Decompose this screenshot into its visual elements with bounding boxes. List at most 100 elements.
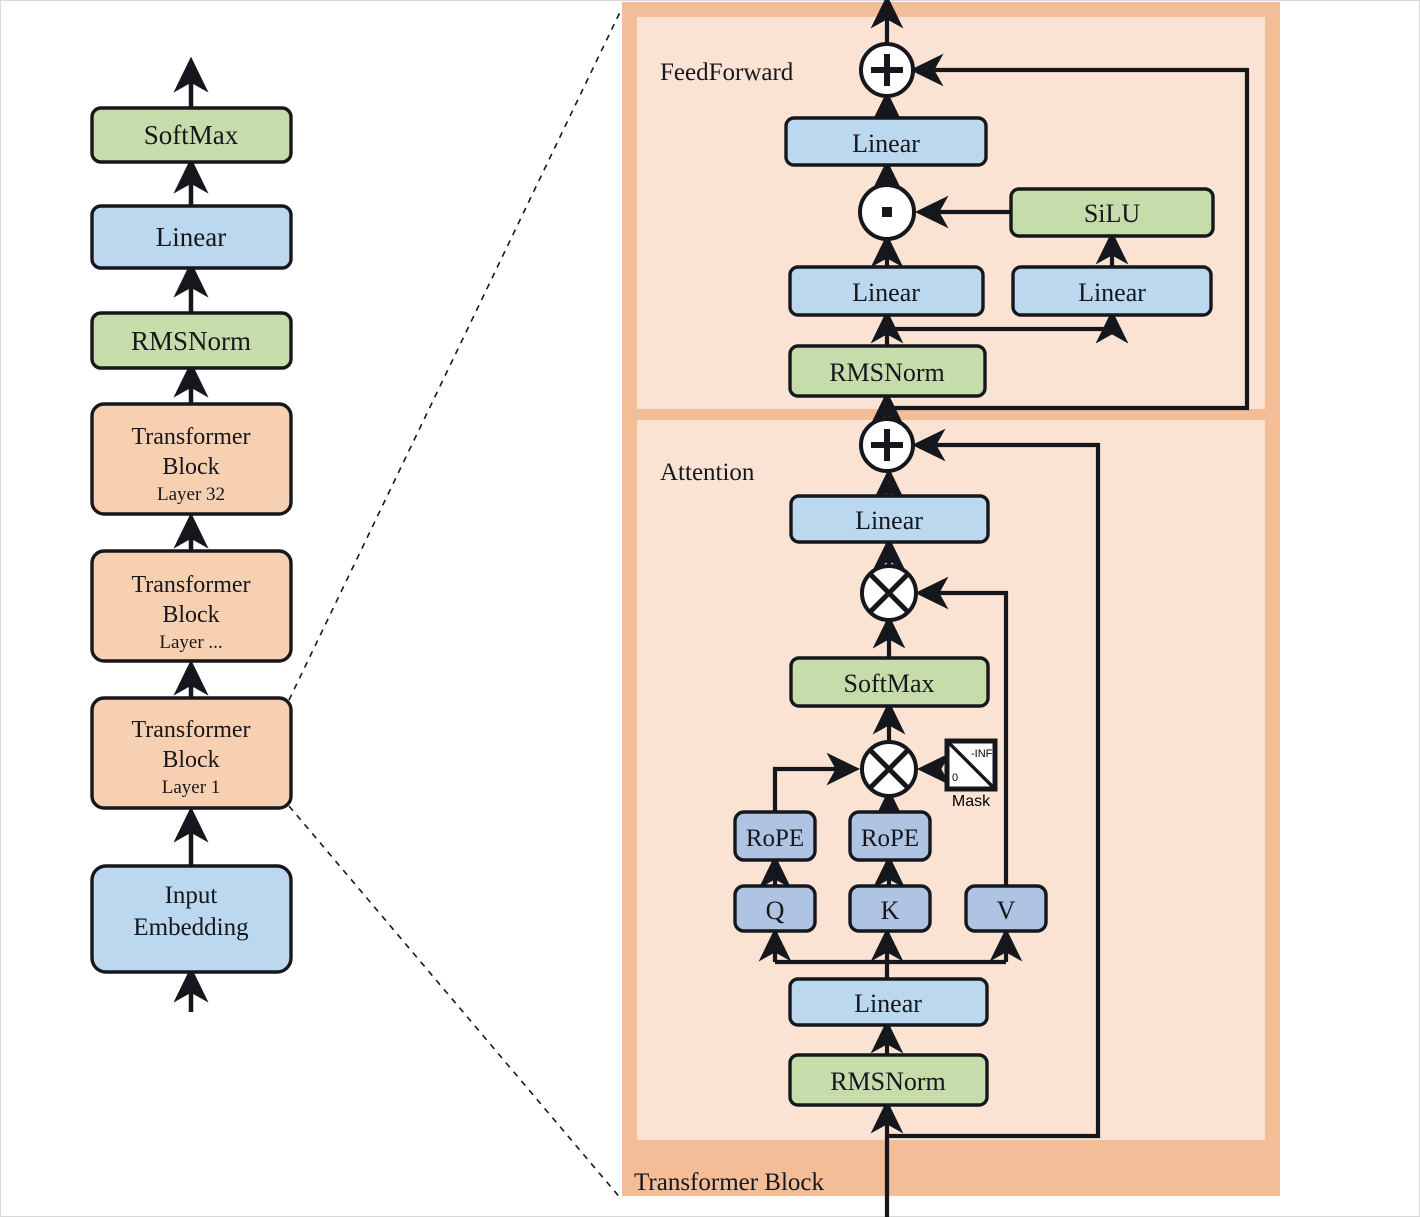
mask-diagonal-icon [947,741,995,789]
att-k-node[interactable]: K [848,884,932,933]
att-linear-qkv-node[interactable]: Linear [788,977,989,1027]
zoom-connector-bottom [288,805,623,1201]
mask-upper-value: -INF [971,748,993,760]
feedforward-title: FeedForward [660,59,794,86]
wire-attention-residual [887,428,1101,1139]
transformer-block-1-box[interactable] [90,696,293,810]
att-q-node[interactable]: Q [733,884,817,933]
att-rope-q-label: RoPE [746,825,804,852]
detail-container-label: Transformer Block [634,1169,825,1196]
linear-box[interactable] [90,204,293,270]
stack-node-softmax[interactable]: SoftMax [90,106,293,164]
wire-v-to-mulv [914,576,1009,886]
att-linear-qkv-box[interactable] [788,977,989,1027]
transformer-block-dots-box[interactable] [90,549,293,663]
att-softmax-box[interactable] [789,656,990,708]
att-linear-o-label: Linear [855,506,923,535]
ff-rmsnorm-label: RMSNorm [829,358,945,387]
att-rmsnorm-box[interactable] [788,1053,989,1107]
rmsnorm-box[interactable] [90,311,293,370]
ff-linear-gate-node[interactable]: Linear [788,265,985,317]
att-rope-k-box[interactable] [848,810,932,862]
block-dots-label-line2: Block [162,602,219,628]
att-softmax-label: SoftMax [844,669,935,698]
att-v-box[interactable] [964,884,1048,933]
zoom-connector-top [288,7,623,701]
input-embedding-label-line1: Input [165,882,218,909]
attention-nodes: Linear SoftMax -INF 0 [733,417,1048,1107]
att-k-label: K [881,896,900,925]
ff-silu-node[interactable]: SiLU [1009,187,1215,238]
zoom-connector-lines [288,7,623,1201]
ff-linear-gate-box[interactable] [788,265,985,317]
block-1-label-line1: Transformer [131,717,250,743]
plus-icon [871,54,903,86]
mask-lower-value: 0 [952,772,958,784]
model-stack: SoftMax Linear RMSNorm Transformer Block… [90,56,293,1012]
block-32-label-line2: Block [162,454,219,480]
att-mask-node[interactable]: -INF 0 Mask [944,738,998,810]
att-rope-q-node[interactable]: RoPE [733,810,817,862]
transformer-block-detail: FeedForward Attention Transformer Block [622,0,1280,1217]
block-1-sublabel: Layer 1 [162,777,221,798]
att-mul-qk-node[interactable] [860,740,918,798]
att-rope-k-node[interactable]: RoPE [848,810,932,862]
ff-linear-out-node[interactable]: Linear [784,116,988,167]
ff-silu-label: SiLU [1084,199,1141,228]
times-icon [869,573,909,613]
att-add-node[interactable] [859,417,915,473]
att-v-label: V [997,896,1016,925]
stack-node-block-dots[interactable]: Transformer Block Layer ... [90,549,293,663]
input-embedding-label-line2: Embedding [133,914,249,941]
att-rope-q-box[interactable] [733,810,817,862]
stack-node-input-embedding[interactable]: Input Embedding [90,864,293,974]
transformer-block-32-box[interactable] [90,402,293,516]
att-rope-k-label: RoPE [861,825,919,852]
att-q-label: Q [766,896,785,925]
block-dots-sublabel: Layer ... [159,632,222,653]
block-32-label-line1: Transformer [131,424,250,450]
att-linear-qkv-label: Linear [854,989,922,1018]
ff-add-node[interactable] [859,42,915,98]
ff-linear-up-box[interactable] [1011,265,1213,317]
ff-linear-out-box[interactable] [784,116,988,167]
mask-label: Mask [952,793,991,810]
att-softmax-node[interactable]: SoftMax [789,656,990,708]
wire-ropeq-to-mul [772,752,861,812]
ff-silu-box[interactable] [1009,187,1215,238]
stack-node-linear[interactable]: Linear [90,204,293,270]
ff-linear-out-label: Linear [852,129,920,158]
ff-linear-up-node[interactable]: Linear [1011,265,1213,317]
block-32-sublabel: Layer 32 [157,484,225,505]
block-dots-label-line1: Transformer [131,572,250,598]
input-embedding-box[interactable] [90,864,293,974]
ff-linear-gate-label: Linear [852,278,920,307]
att-v-node[interactable]: V [964,884,1048,933]
detail-wires [758,0,1250,1217]
att-mul-v-node[interactable] [860,564,918,622]
stack-node-rmsnorm[interactable]: RMSNorm [90,311,293,370]
att-linear-o-box[interactable] [789,494,990,544]
att-k-box[interactable] [848,884,932,933]
dot-icon [882,207,892,217]
att-rmsnorm-node[interactable]: RMSNorm [788,1053,989,1107]
stack-label-rmsnorm: RMSNorm [131,326,251,356]
att-linear-o-node[interactable]: Linear [789,494,990,544]
stack-label-linear: Linear [156,222,226,252]
att-q-box[interactable] [733,884,817,933]
wire-feedforward-residual [887,53,1250,411]
block-1-label-line2: Block [162,747,219,773]
stack-node-block-1[interactable]: Transformer Block Layer 1 [90,696,293,810]
ff-mul-node[interactable] [858,183,916,241]
ff-linear-up-label: Linear [1078,278,1146,307]
ff-rmsnorm-node[interactable]: RMSNorm [788,344,987,398]
attention-title: Attention [660,459,755,486]
stack-node-block-32[interactable]: Transformer Block Layer 32 [90,402,293,516]
ff-rmsnorm-box[interactable] [788,344,987,398]
stack-label-softmax: SoftMax [144,120,239,150]
att-rmsnorm-label: RMSNorm [830,1067,946,1096]
times-icon [869,749,909,789]
softmax-box[interactable] [90,106,293,164]
